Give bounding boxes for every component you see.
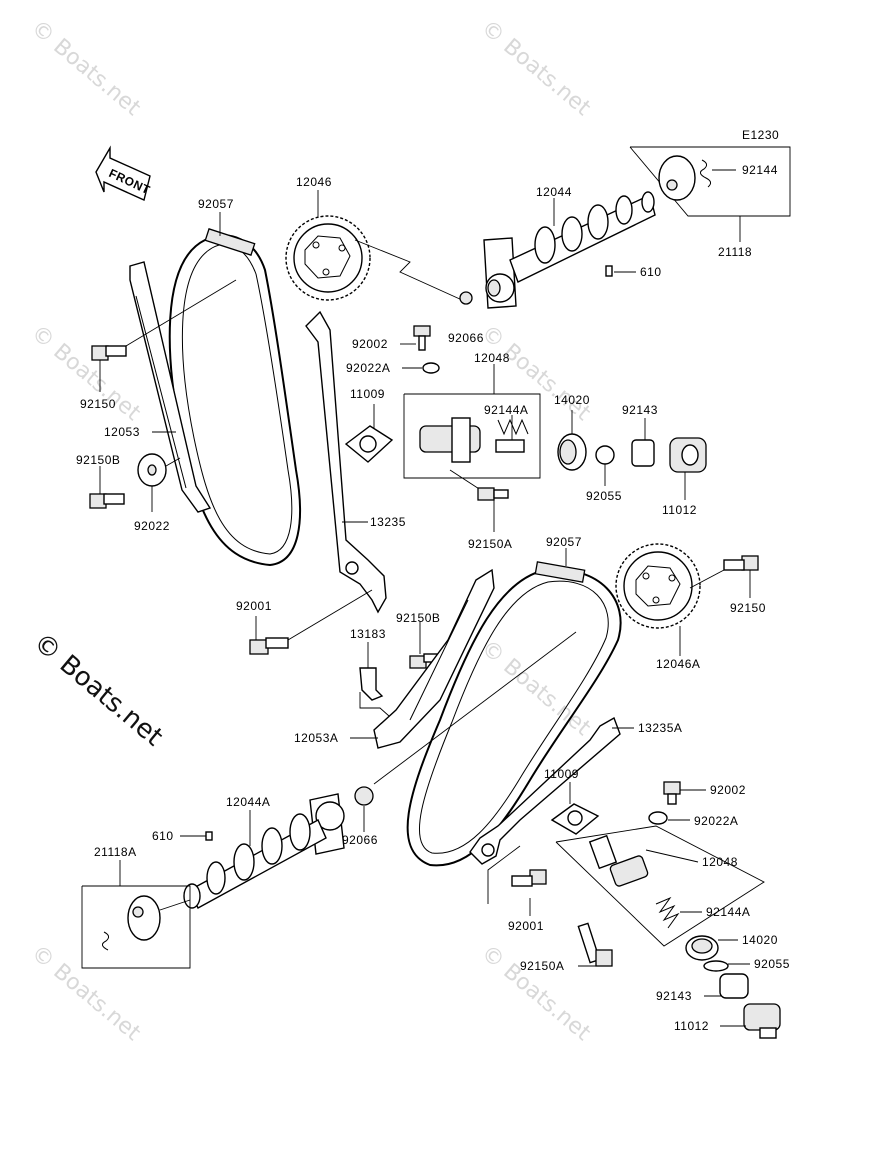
label-92066: 92066	[342, 833, 378, 847]
lower-gasket-11009	[550, 782, 600, 835]
label-610: 610	[152, 829, 174, 843]
diagram-code: E1230	[742, 128, 779, 142]
lower-pin-610	[205, 831, 213, 841]
left-chain-guide-12053	[129, 261, 212, 513]
label-12048: 12048	[474, 351, 510, 365]
label-92143: 92143	[656, 989, 692, 1003]
watermark: © Boats.net	[26, 15, 145, 121]
label-14020: 14020	[554, 393, 590, 407]
label-92055: 92055	[586, 489, 622, 503]
upper-bolt-92150A	[477, 487, 509, 532]
label-12053A: 12053A	[294, 731, 338, 745]
left-bolt-92150B	[89, 453, 181, 512]
label-92144: 92144	[742, 163, 778, 177]
label-92144A: 92144A	[484, 403, 528, 417]
watermark: © Boats.net	[26, 940, 145, 1046]
lower-bolt-92001	[487, 845, 547, 916]
lower-tensioner-12048	[555, 825, 765, 947]
right-bolt-92150	[689, 555, 759, 598]
label-11012: 11012	[674, 1019, 709, 1033]
upper-cam-chain	[168, 228, 301, 567]
label-610: 610	[640, 265, 662, 279]
label-21118: 21118	[718, 245, 752, 259]
label-92150A: 92150A	[520, 959, 564, 973]
upper-pin-610	[605, 265, 613, 277]
lower-camshaft	[183, 793, 345, 909]
label-12046: 12046	[296, 175, 332, 189]
label-92022A: 92022A	[346, 361, 390, 375]
upper-bolt-92002	[400, 325, 440, 374]
label-92066: 92066	[448, 331, 484, 345]
label-92143: 92143	[622, 403, 658, 417]
watermark: © Boats.net	[476, 15, 595, 121]
decompressor-box-21118A	[81, 860, 191, 969]
label-92001: 92001	[236, 599, 272, 613]
label-92022A: 92022A	[694, 814, 738, 828]
decompressor-box-21118	[629, 146, 791, 242]
label-92022: 92022	[134, 519, 170, 533]
tensioner-guide-13235	[305, 310, 387, 614]
label-92002: 92002	[352, 337, 388, 351]
lower-cam-chain	[406, 548, 622, 867]
label-92150A: 92150A	[468, 537, 512, 551]
label-13183: 13183	[350, 627, 386, 641]
label-13235A: 13235A	[638, 721, 682, 735]
label-13235: 13235	[370, 515, 406, 529]
label-11009: 11009	[544, 767, 579, 781]
label-12048: 12048	[702, 855, 738, 869]
watermark: © Boats.net	[476, 940, 595, 1046]
label-92002: 92002	[710, 783, 746, 797]
lower-bolt-92150A	[577, 922, 613, 967]
label-92055: 92055	[754, 957, 790, 971]
label-92150: 92150	[730, 601, 766, 615]
label-12044: 12044	[536, 185, 572, 199]
lower-tensioner-guide-13235A	[469, 716, 634, 865]
mid-chain-guide-12053A	[350, 568, 495, 749]
upper-dowel-92066	[459, 291, 473, 305]
upper-tensioner-cap-parts	[557, 410, 707, 500]
watermark: © Boats.net	[476, 635, 595, 741]
label-12053: 12053	[104, 425, 140, 439]
label-92144A: 92144A	[706, 905, 750, 919]
label-92057: 92057	[198, 197, 234, 211]
front-arrow: FRONT	[95, 145, 153, 201]
lower-tensioner-cap-parts	[685, 935, 781, 1039]
upper-gasket-11009	[344, 404, 394, 463]
label-12044A: 12044A	[226, 795, 270, 809]
upper-sprocket	[285, 215, 371, 301]
label-11012: 11012	[662, 503, 697, 517]
label-21118A: 21118A	[94, 845, 137, 859]
label-14020: 14020	[742, 933, 778, 947]
lower-bolt-92002	[648, 781, 706, 825]
left-bolt-92150	[91, 279, 237, 392]
watermark-main: © Boats.net	[28, 627, 169, 752]
label-92150B: 92150B	[76, 453, 120, 467]
upper-bolt-92001	[249, 589, 373, 655]
label-92057: 92057	[546, 535, 582, 549]
label-11009: 11009	[350, 387, 385, 401]
label-12046A: 12046A	[656, 657, 700, 671]
lower-sprocket	[615, 543, 701, 656]
label-92150B: 92150B	[396, 611, 440, 625]
bracket-13183	[359, 622, 439, 725]
upper-tensioner-12048	[403, 364, 541, 497]
upper-camshaft	[483, 191, 656, 309]
label-92001: 92001	[508, 919, 544, 933]
label-92150: 92150	[80, 397, 116, 411]
part-labels: 92144 12044 21118 610 12046 92057 92066 …	[76, 163, 790, 1033]
lower-dowel-92066	[354, 786, 374, 806]
